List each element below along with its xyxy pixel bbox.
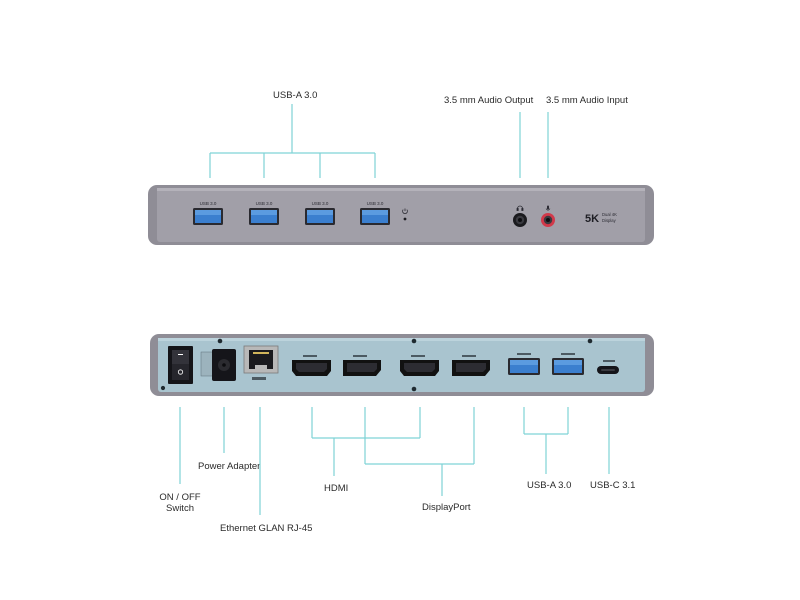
label-displayport: DisplayPort <box>422 502 471 513</box>
front-panel-face <box>157 188 645 242</box>
label-audio-output: 3.5 mm Audio Output <box>444 95 534 106</box>
front-panel: USB 3.0 USB 3.0 USB 3.0 USB 3.0 <box>148 185 654 245</box>
front-usb-port-label: USB 3.0 <box>312 201 329 206</box>
audio-output-jack <box>513 213 527 227</box>
hdmi-port <box>400 355 439 376</box>
back-panel-highlight <box>158 338 645 341</box>
front-usb-port: USB 3.0 <box>249 201 279 225</box>
badge-line2: Display <box>602 218 617 223</box>
label-front-usb-a: USB-A 3.0 <box>273 90 318 101</box>
screw <box>411 386 417 392</box>
front-callouts <box>209 104 549 178</box>
label-hdmi: HDMI <box>324 483 349 494</box>
label-on-off-line1: ON / OFF <box>159 492 201 503</box>
back-usb-port <box>508 353 540 375</box>
back-usb-port <box>552 353 584 375</box>
ethernet-port <box>243 345 279 380</box>
power-switch <box>168 346 193 384</box>
dc-power-jack <box>200 349 236 381</box>
hdmi-port <box>292 355 331 376</box>
label-power-adapter: Power Adapter <box>198 461 261 472</box>
front-usb-port-label: USB 3.0 <box>256 201 273 206</box>
screw <box>160 385 166 391</box>
label-on-off-switch: ON / OFF Switch <box>158 492 202 514</box>
badge-line1: Dual 4K <box>602 212 617 217</box>
label-ethernet: Ethernet GLAN RJ-45 <box>220 523 313 534</box>
label-audio-input: 3.5 mm Audio Input <box>546 95 628 106</box>
displayport-port <box>452 355 490 376</box>
screw <box>587 338 593 344</box>
headphone-icon <box>516 205 524 211</box>
resolution-badge: 5K Dual 4K Display <box>585 212 617 225</box>
power-indicator-icon <box>402 208 408 214</box>
front-panel-highlight <box>157 188 645 191</box>
screw <box>411 338 417 344</box>
front-usb-port: USB 3.0 <box>193 201 223 225</box>
back-callouts <box>179 407 610 515</box>
front-usb-port: USB 3.0 <box>305 201 335 225</box>
microphone-icon <box>545 205 551 211</box>
front-usb-port-label: USB 3.0 <box>200 201 217 206</box>
audio-input-jack <box>541 213 555 227</box>
label-back-usb-a: USB-A 3.0 <box>527 480 572 491</box>
screw <box>217 338 223 344</box>
label-usb-c: USB-C 3.1 <box>590 480 636 491</box>
back-panel <box>150 334 654 396</box>
usb-c-port <box>597 360 619 374</box>
front-usb-port-label: USB 3.0 <box>367 201 384 206</box>
power-led <box>403 217 407 221</box>
front-usb-port: USB 3.0 <box>360 201 390 225</box>
badge-main: 5K <box>585 213 599 225</box>
label-on-off-line2: Switch <box>166 503 194 514</box>
displayport-port <box>343 355 381 376</box>
